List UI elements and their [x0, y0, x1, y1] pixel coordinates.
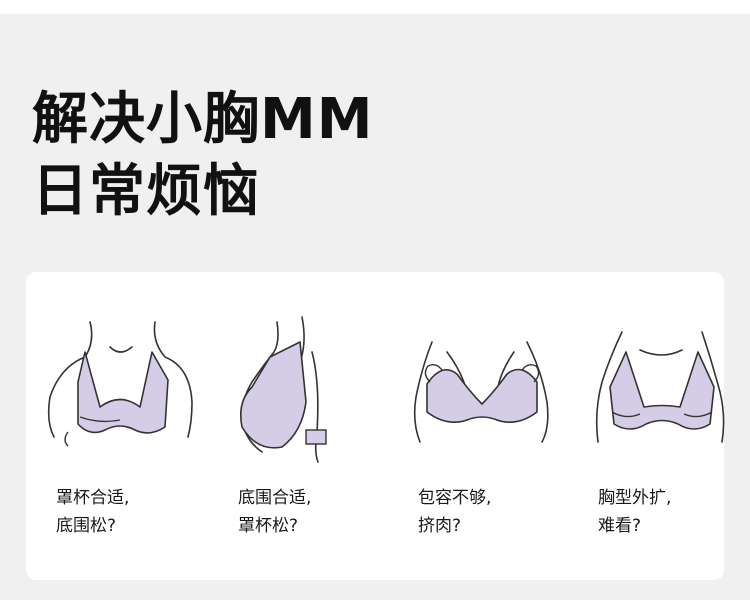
caption-loose-cup: 底围合适, 罩杯松?	[238, 488, 312, 536]
bra-spread-shape-icon	[595, 331, 725, 443]
bra-overflow-icon	[413, 341, 549, 443]
headline-line-2: 日常烦恼	[32, 159, 260, 224]
headline: 解决小胸MM 日常烦恼	[32, 84, 373, 228]
bra-side-loose-cup-icon	[239, 316, 327, 463]
caption-overflow: 包容不够, 挤肉?	[418, 488, 492, 536]
headline-line-1: 解决小胸MM	[32, 87, 374, 152]
problem-card: 罩杯合适, 底围松? 底围合适, 罩杯松?	[26, 272, 725, 580]
panel-loose-cup: 底围合适, 罩杯松?	[222, 312, 382, 562]
top-strip	[0, 0, 750, 14]
caption-loose-band: 罩杯合适, 底围松?	[56, 488, 130, 536]
bra-front-loose-cup-icon	[47, 321, 193, 447]
panel-spread: 胸型外扩, 难看?	[582, 312, 742, 562]
caption-spread: 胸型外扩, 难看?	[598, 488, 672, 536]
panel-loose-band: 罩杯合适, 底围松?	[40, 312, 200, 562]
panel-overflow: 包容不够, 挤肉?	[402, 312, 562, 562]
